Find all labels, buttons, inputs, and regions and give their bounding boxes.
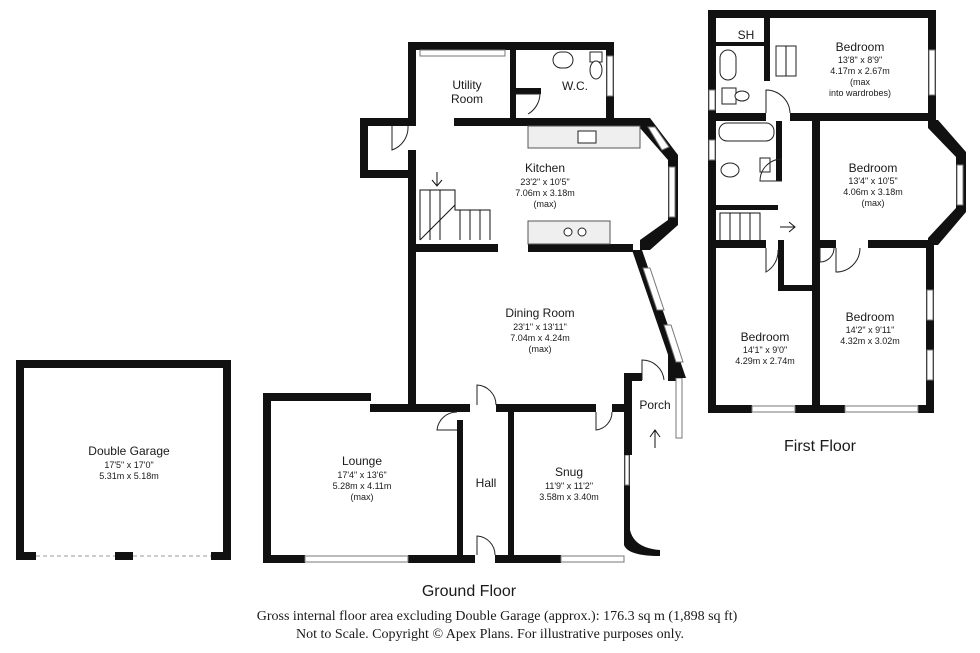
label-bedroom-4: Bedroom 14'1" x 9'0" 4.29m x 2.74m <box>735 330 795 366</box>
room-imperial: 11'9" x 11'2" <box>545 481 593 491</box>
room-name: Lounge <box>342 454 382 468</box>
label-utility-room: Utility Room <box>451 78 483 106</box>
label-porch: Porch <box>639 398 670 412</box>
room-note: (max) <box>351 492 374 502</box>
label-bedroom-3: Bedroom 14'2" x 9'11" 4.32m x 3.02m <box>840 310 900 346</box>
room-name: Bedroom <box>846 310 895 324</box>
room-imperial: 13'8" x 8'9" <box>838 55 882 65</box>
room-metric: 4.32m x 3.02m <box>840 336 900 346</box>
label-lounge: Lounge 17'4" x 13'6" 5.28m x 4.11m (max) <box>333 454 392 502</box>
ground-floor-walls <box>263 42 686 563</box>
ground-floor-title: Ground Floor <box>422 583 517 600</box>
room-metric: 5.28m x 4.11m <box>333 481 392 491</box>
room-metric: 3.58m x 3.40m <box>539 492 599 502</box>
room-name-line1: Utility <box>452 78 481 92</box>
room-metric: 4.17m x 2.67m <box>830 66 890 76</box>
double-garage <box>16 360 231 560</box>
ground-floor-fixtures <box>391 51 665 556</box>
label-snug: Snug 11'9" x 11'2" 3.58m x 3.40m <box>539 465 599 502</box>
room-note-2: into wardrobes) <box>829 88 891 98</box>
room-note: (max) <box>529 344 552 354</box>
room-metric: 7.04m x 4.24m <box>510 333 570 343</box>
room-note-1: (max <box>850 77 870 87</box>
room-name: Bedroom <box>836 40 885 54</box>
room-imperial: 14'2" x 9'11" <box>846 325 895 335</box>
room-imperial: 17'4" x 13'6" <box>337 470 386 480</box>
room-metric: 4.29m x 2.74m <box>735 356 795 366</box>
room-note: (max) <box>862 198 885 208</box>
room-imperial: 17'5" x 17'0" <box>104 460 153 470</box>
room-imperial: 14'1" x 9'0" <box>743 345 787 355</box>
room-metric: 7.06m x 3.18m <box>515 188 575 198</box>
room-name: Kitchen <box>525 161 565 175</box>
floor-area-note: Gross internal floor area excluding Doub… <box>257 609 738 624</box>
room-name: Bedroom <box>849 161 898 175</box>
room-imperial: 13'4" x 10'5" <box>848 176 897 186</box>
copyright-note: Not to Scale. Copyright © Apex Plans. Fo… <box>296 627 684 642</box>
room-imperial: 23'1" x 13'11" <box>513 322 567 332</box>
room-name: Bedroom <box>741 330 790 344</box>
room-name-line2: Room <box>451 92 483 106</box>
first-floor-title: First Floor <box>784 438 857 455</box>
label-bedroom-1: Bedroom 13'8" x 8'9" 4.17m x 2.67m (max … <box>829 40 891 98</box>
room-name: Snug <box>555 465 583 479</box>
room-name: Double Garage <box>88 444 170 458</box>
room-metric: 5.31m x 5.18m <box>99 471 159 481</box>
label-sh: SH <box>738 28 755 42</box>
first-floor-walls <box>708 10 966 413</box>
label-bedroom-2: Bedroom 13'4" x 10'5" 4.06m x 3.18m (max… <box>843 161 903 208</box>
label-double-garage: Double Garage 17'5" x 17'0" 5.31m x 5.18… <box>88 444 170 481</box>
room-imperial: 23'2" x 10'5" <box>520 177 569 187</box>
room-metric: 4.06m x 3.18m <box>843 187 903 197</box>
room-name: Dining Room <box>505 306 574 320</box>
label-dining-room: Dining Room 23'1" x 13'11" 7.04m x 4.24m… <box>505 306 574 354</box>
label-hall: Hall <box>476 476 497 490</box>
label-wc: W.C. <box>562 79 588 93</box>
label-kitchen: Kitchen 23'2" x 10'5" 7.06m x 3.18m (max… <box>515 161 575 209</box>
first-floor-fixtures <box>718 45 861 273</box>
room-note: (max) <box>534 199 557 209</box>
